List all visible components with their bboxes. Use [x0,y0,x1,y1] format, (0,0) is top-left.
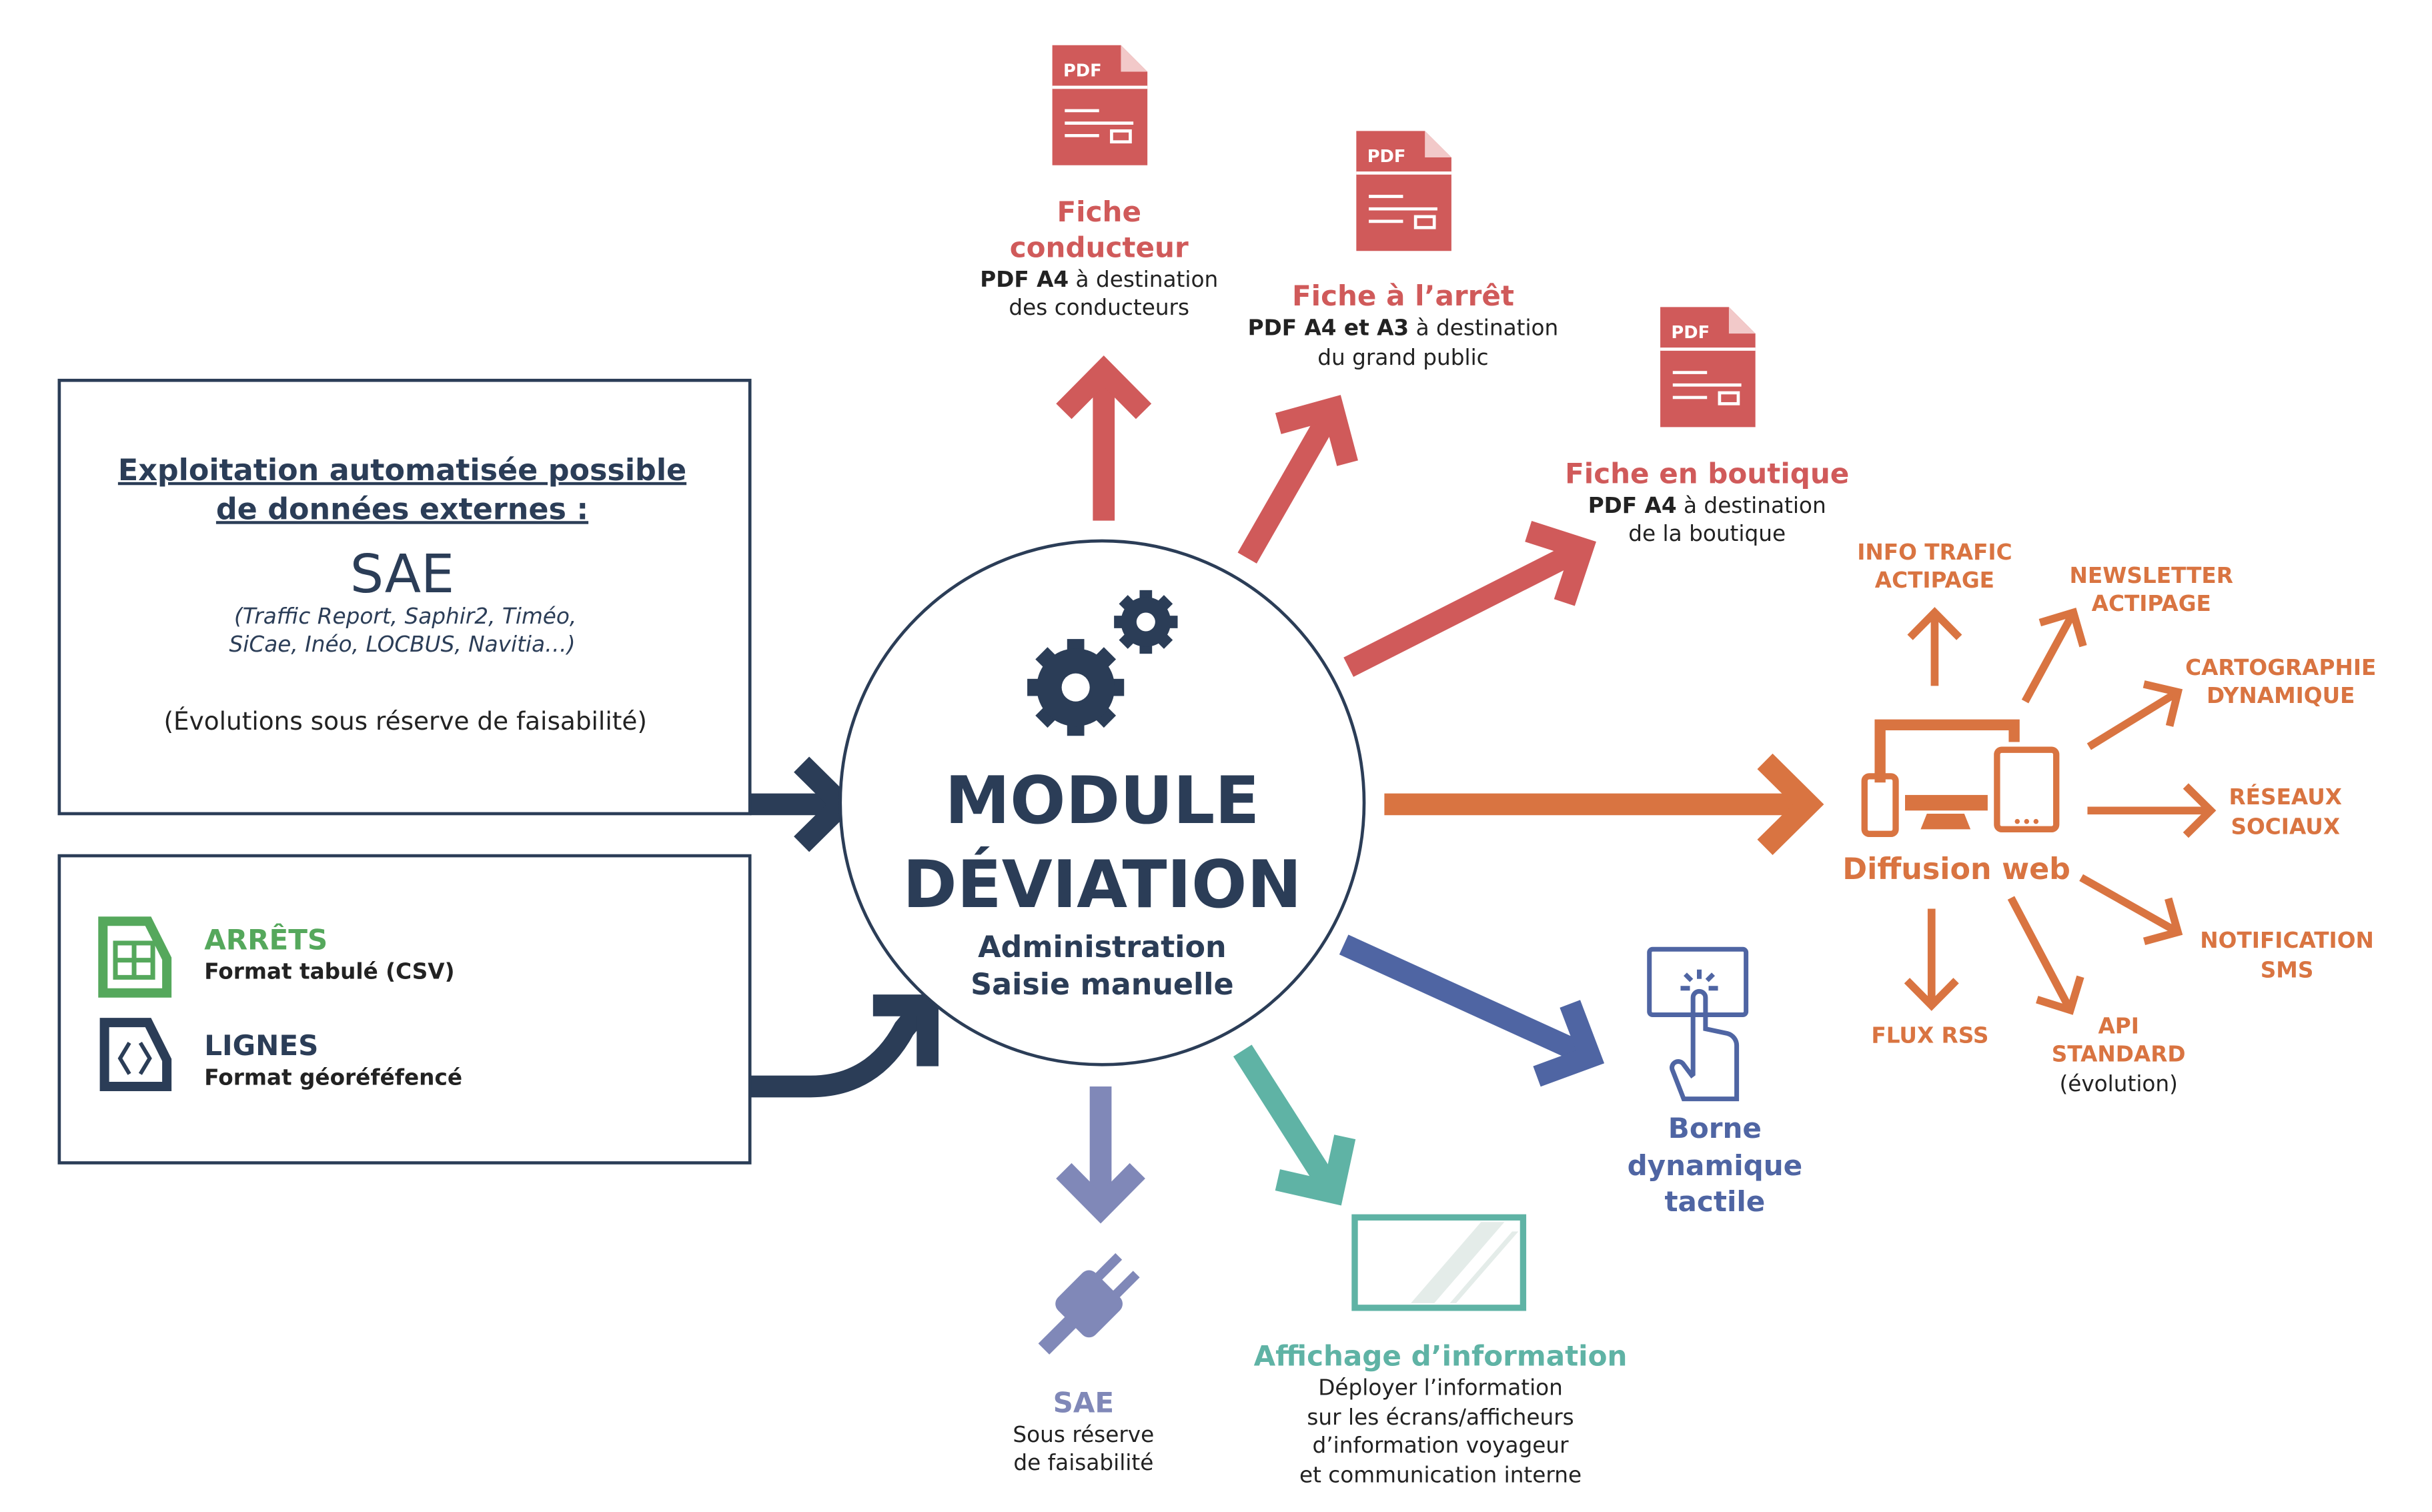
arrow-newsletter [2021,608,2087,704]
fiche-conducteur-title2: conducteur [1010,231,1189,264]
external-sources-line2: SiCae, Inéo, LOCBUS, Navitia…) [229,632,576,657]
arrow-to-fiche-boutique [1343,521,1596,677]
channel-flux-rss: FLUX RSS [1871,1023,1988,1048]
arrow-flux-rss [1904,908,1959,1011]
affichage-line2: sur les écrans/afficheurs [1307,1405,1574,1430]
lignes-subtitle: Format géoréféfencé [204,1065,462,1090]
fiche-arret: PDF Fiche à l’arrêt PDF A4 et A3 à desti… [1248,131,1559,370]
arrets-subtitle: Format tabulé (CSV) [204,959,454,984]
module-circle: MODULE DÉVIATION Administration Saisie m… [838,539,1366,1066]
channel-api-1: API [2098,1014,2139,1039]
pdf-label: PDF [1063,61,1102,81]
affichage-title: Affichage d’information [1254,1339,1628,1372]
module-sub-line2: Saisie manuelle [971,968,1233,1002]
channel-newsletter-1: NEWSLETTER [2070,563,2233,588]
fiche-boutique-desc2: de la boutique [1628,521,1786,546]
lignes-title: LIGNES [204,1029,318,1062]
arrow-to-borne [1339,934,1605,1087]
channel-cartographie-1: CARTOGRAPHIE [2185,655,2376,680]
fiche-boutique-desc1: PDF A4 à destination [1588,493,1826,518]
channel-cartographie-2: DYNAMIQUE [2207,683,2355,708]
spreadsheet-file-icon [98,916,172,998]
channel-sms-2: SMS [2261,957,2314,982]
arrow-info-trafic [1907,607,1962,686]
channel-api-2: STANDARD [2052,1042,2186,1067]
fiche-boutique: PDF Fiche en boutique PDF A4 à destinati… [1565,307,1849,546]
diffusion-web-title: Diffusion web [1842,852,2070,886]
arrow-sms [2079,874,2183,945]
fiche-conducteur-title1: Fiche [1057,195,1141,228]
arrow-to-affichage [1233,1044,1356,1206]
sae-output-title: SAE [1053,1386,1115,1419]
external-sources-line1: (Traffic Report, Saphir2, Timéo, [234,604,576,629]
affichage-line1: Déployer l’information [1318,1375,1563,1401]
pdf-label: PDF [1367,147,1406,167]
channel-sms-1: NOTIFICATION [2200,928,2374,953]
fiche-arret-title: Fiche à l’arrêt [1292,279,1514,312]
module-sub-line1: Administration [978,930,1226,964]
pdf-file-icon: PDF [1052,45,1148,165]
channel-reseaux-2: SOCIAUX [2231,814,2340,839]
diffusion-web: Diffusion web INFO TRAFIC ACTIPAGE NEWSL… [1842,540,2376,1096]
channel-reseaux-1: RÉSEAUX [2229,784,2343,810]
arrows [750,355,2217,1224]
channel-newsletter-2: ACTIPAGE [2092,591,2211,616]
arrow-to-diffusion-web [1384,753,1824,856]
borne-line3: tactile [1664,1185,1765,1218]
external-title-line2: de données externes : [216,492,588,526]
external-title-line1: Exploitation automatisée possible [118,454,686,488]
channel-info-trafic-2: ACTIPAGE [1875,568,1994,593]
arrow-to-fiche-arret [1237,395,1358,564]
pdf-file-icon: PDF [1660,307,1756,428]
sae-output-line2: de faisabilité [1013,1450,1153,1475]
arrets-title: ARRÊTS [204,922,328,956]
channel-info-trafic-1: INFO TRAFIC [1857,540,2012,565]
arrow-to-fiche-conducteur [1056,355,1152,521]
channel-api-3: (évolution) [2059,1071,2177,1096]
arrow-to-sae [1056,1086,1145,1224]
module-title-line2: DÉVIATION [902,846,1301,923]
arrow-from-import [750,994,939,1098]
borne-line2: dynamique [1628,1149,1803,1182]
pdf-file-icon: PDF [1356,131,1451,251]
import-box: ARRÊTS Format tabulé (CSV) LIGNES Format… [57,854,752,1165]
module-title-line1: MODULE [945,763,1259,839]
touch-screen-icon [1647,946,1749,1102]
arrow-from-external [750,756,858,852]
external-data-box: Exploitation automatisée possible de don… [57,378,752,816]
pdf-label: PDF [1671,323,1710,343]
code-file-icon [99,1018,172,1091]
plug-icon [1038,1253,1140,1355]
fiche-arret-desc2: du grand public [1317,345,1488,370]
arrow-api [2007,896,2084,1015]
borne-line1: Borne [1668,1112,1762,1145]
gears-icon [1027,590,1178,736]
fiche-conducteur-desc2: des conducteurs [1009,295,1189,320]
affichage-line3: d’information voyageur [1312,1433,1569,1458]
fiche-conducteur: PDF Fiche conducteur PDF A4 à destinatio… [980,45,1218,320]
fiche-conducteur-desc1: PDF A4 à destination [980,267,1218,292]
fiche-arret-desc1: PDF A4 et A3 à destination [1248,315,1559,340]
external-sae: SAE [350,543,454,605]
fiche-boutique-title: Fiche en boutique [1565,458,1849,490]
sae-output: SAE Sous réserve de faisabilité [1013,1253,1154,1475]
sae-output-line1: Sous réserve [1013,1422,1154,1447]
display-screen-icon [1351,1214,1527,1311]
borne-tactile: Borne dynamique tactile [1628,946,1803,1218]
external-note: (Évolutions sous réserve de faisabilité) [163,706,646,736]
arrow-cartographie [2086,680,2183,750]
arrow-reseaux [2087,783,2217,838]
affichage-information: Affichage d’information Déployer l’infor… [1254,1214,1628,1488]
multi-device-icon [1861,719,2060,838]
affichage-line4: et communication interne [1299,1463,1582,1488]
